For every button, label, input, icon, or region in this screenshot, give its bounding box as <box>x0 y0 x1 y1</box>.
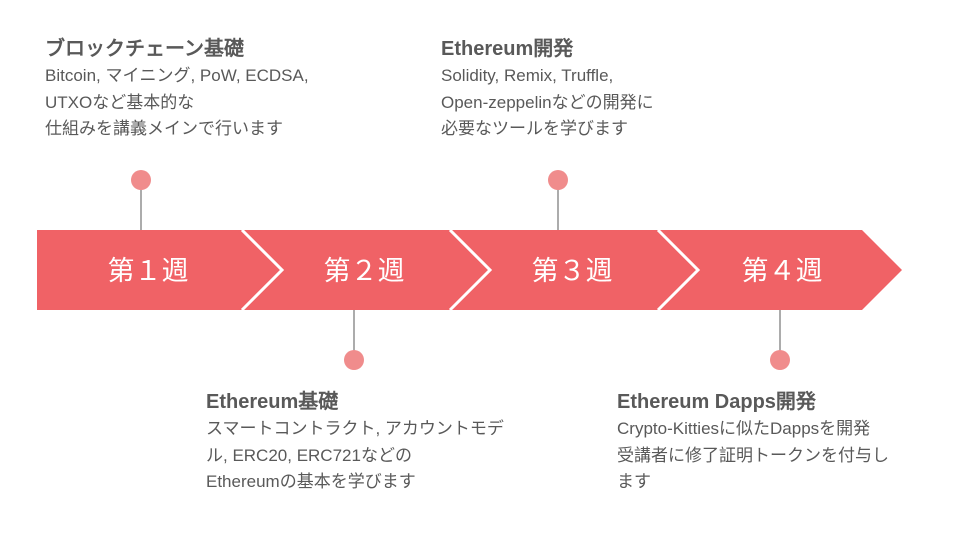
week-label-1: 第１週 <box>108 256 189 286</box>
week-4-description: Ethereum Dapps開発 Crypto-Kittiesに似たDappsを… <box>617 389 889 496</box>
week-2-line-1: スマートコントラクト, アカウントモデ <box>206 419 504 438</box>
week-1-description: ブロックチェーン基礎 Bitcoin, マイニング, PoW, ECDSA, U… <box>45 36 309 143</box>
week-3-heading: Ethereum開発 <box>441 38 574 60</box>
chevron-week-3 <box>450 230 698 310</box>
chevron-separator-2 <box>448 228 493 312</box>
week-4-line-3: ます <box>617 472 651 491</box>
week-3-line-1: Solidity, Remix, Truffle, <box>441 66 614 85</box>
week-1-line-2: UTXOなど基本的な <box>45 92 195 112</box>
marker-dot-week-4 <box>770 350 790 370</box>
week-label-3: 第３週 <box>532 256 613 286</box>
week-2-line-2: ル, ERC20, ERC721などの <box>206 445 412 465</box>
marker-dot-week-2 <box>344 350 364 370</box>
week-4-line-1: Crypto-Kittiesに似たDappsを開発 <box>617 419 871 438</box>
week-3-line-2: Open-zeppelinなどの開発に <box>441 92 654 112</box>
chevron-separator-3 <box>656 228 701 312</box>
week-1-line-1: Bitcoin, マイニング, PoW, ECDSA, <box>45 66 309 85</box>
marker-dot-week-1 <box>131 170 151 190</box>
chevron-separator-1 <box>240 228 285 312</box>
chevron-week-2 <box>242 230 490 310</box>
marker-dot-week-3 <box>548 170 568 190</box>
week-1-line-3: 仕組みを講義メインで行います <box>45 119 283 138</box>
week-2-heading: Ethereum基礎 <box>206 391 339 413</box>
week-4-heading: Ethereum Dapps開発 <box>617 391 816 413</box>
week-3-description: Ethereum開発 Solidity, Remix, Truffle, Ope… <box>441 36 654 143</box>
week-1-heading: ブロックチェーン基礎 <box>45 38 244 60</box>
week-3-line-3: 必要なツールを学びます <box>441 119 628 138</box>
chevron-week-1 <box>37 230 282 310</box>
week-label-2: 第２週 <box>324 256 405 286</box>
week-label-4: 第４週 <box>742 256 823 286</box>
week-4-line-2: 受講者に修了証明トークンを付与し <box>617 445 889 465</box>
chevron-week-4 <box>658 230 902 310</box>
week-2-line-3: Ethereumの基本を学びます <box>206 472 416 491</box>
week-2-description: Ethereum基礎 スマートコントラクト, アカウントモデ ル, ERC20,… <box>206 389 504 496</box>
